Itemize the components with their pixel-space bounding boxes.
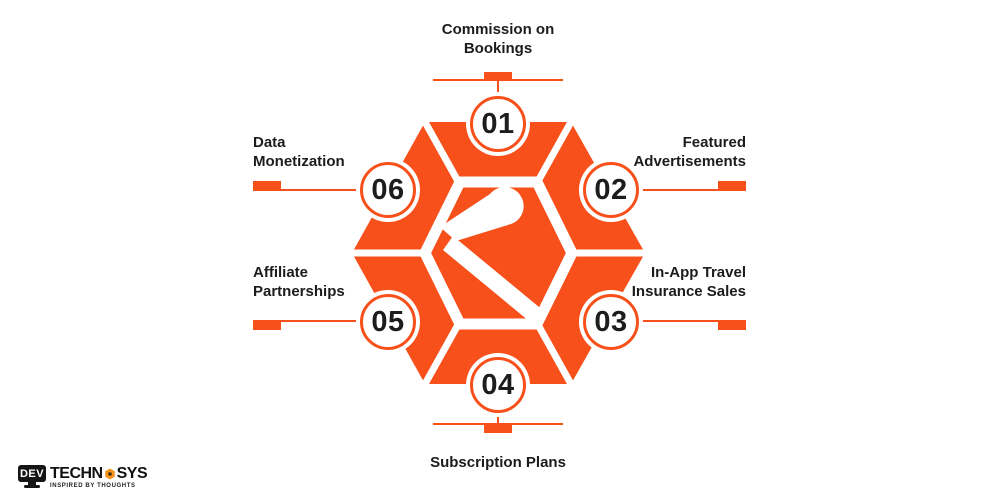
brand-mark-comma — [440, 187, 524, 241]
item-label-data-monetization: Data Monetization — [253, 134, 345, 170]
monitor-screen: DEV — [18, 465, 46, 482]
connector-line — [640, 189, 746, 191]
item-label-in-app-travel-insurance-sales: In-App Travel Insurance Sales — [631, 264, 746, 300]
brand-logo: DEV TECHN SYS INSPIRED BY THOUGHTS — [18, 464, 148, 491]
brand-tagline: INSPIRED BY THOUGHTS — [50, 483, 136, 489]
connector-line — [640, 320, 746, 322]
connector-tick — [484, 72, 512, 81]
number-badge-05: 05 — [360, 294, 416, 350]
badge-number: 02 — [594, 173, 628, 206]
badge-number: 01 — [481, 107, 515, 140]
monitor-stand — [28, 482, 36, 485]
connector-tick — [718, 321, 746, 330]
brand-wordmark-block: TECHN SYS INSPIRED BY THOUGHTS — [50, 464, 148, 491]
number-badge-04: 04 — [470, 357, 526, 413]
brand-techn-text: TECHN — [50, 464, 103, 482]
item-label-featured-advertisements: Featured Advertisements — [633, 134, 746, 170]
item-label-commission-on-bookings: Commission on Bookings — [441, 21, 555, 57]
badge-number: 06 — [371, 173, 405, 206]
monitor-icon: DEV — [18, 465, 48, 491]
monitor-base — [24, 485, 40, 488]
connector-line — [497, 411, 499, 424]
brand-sys-text: SYS — [116, 464, 148, 482]
connector-line — [253, 320, 359, 322]
connector-tick — [484, 424, 512, 433]
number-badge-03: 03 — [583, 294, 639, 350]
brand-wordmark: TECHN SYS — [50, 464, 148, 482]
brand-mark-leg — [443, 236, 545, 326]
connector-tick — [253, 321, 281, 330]
badge-number: 05 — [371, 305, 405, 338]
item-label-subscription-plans: Subscription Plans — [430, 454, 566, 471]
connector-tick — [718, 181, 746, 190]
badge-number: 03 — [594, 305, 628, 338]
number-badge-02: 02 — [583, 162, 639, 218]
connector-line — [253, 189, 359, 191]
item-label-affiliate-partnerships: Affiliate Partnerships — [253, 264, 345, 300]
connector-line — [497, 80, 499, 94]
center-emblem — [352, 120, 645, 386]
gear-icon — [104, 468, 115, 480]
brand-dev-text: DEV — [19, 467, 45, 480]
connector-tick — [253, 181, 281, 190]
number-badge-06: 06 — [360, 162, 416, 218]
number-badge-01: 01 — [470, 96, 526, 152]
badge-number: 04 — [481, 368, 515, 401]
